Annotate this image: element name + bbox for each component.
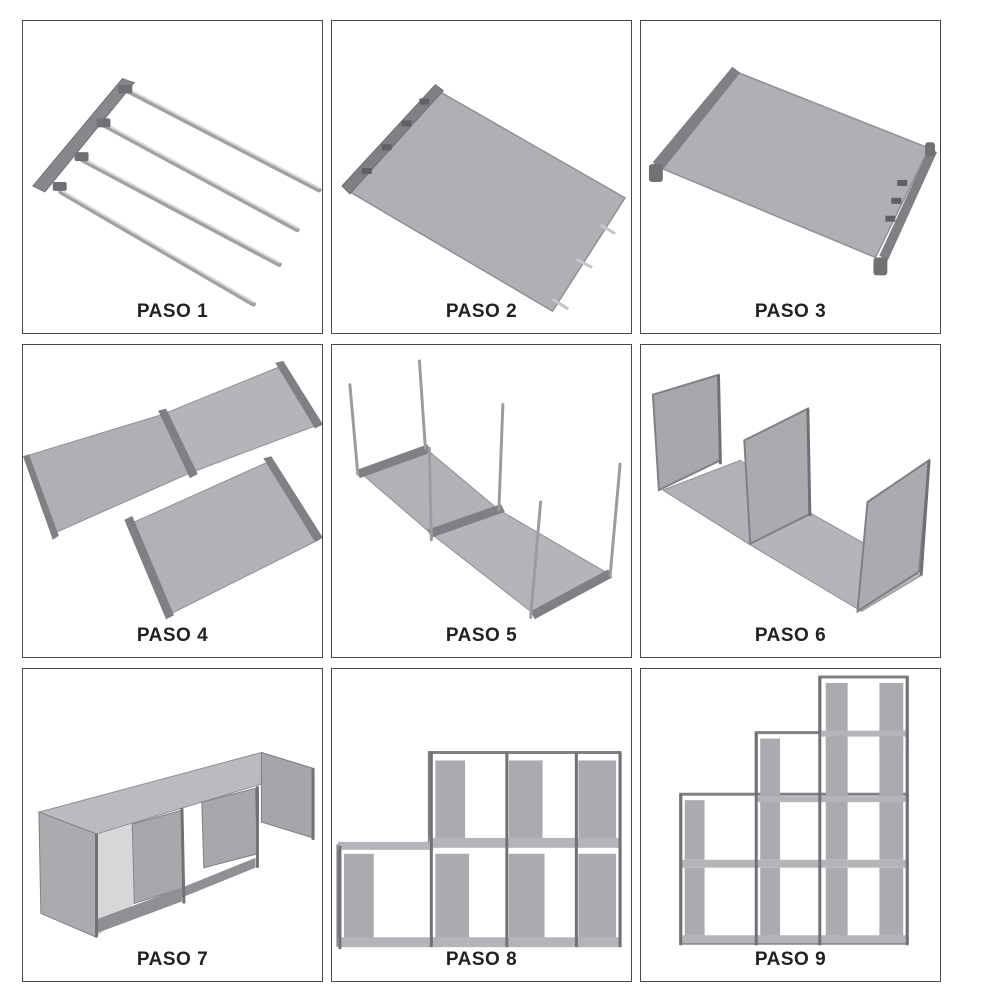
step-panel-2: PASO 2: [331, 20, 632, 334]
step-panel-1: PASO 1: [22, 20, 323, 334]
step-label: PASO 2: [445, 301, 518, 322]
shelves-with-vertical-poles-illustration: [348, 359, 622, 620]
step-label: PASO 8: [445, 949, 518, 970]
step-label: PASO 4: [136, 625, 209, 646]
single-shelf-complete-illustration: [648, 66, 938, 276]
two-tier-cube-shelf-illustration: [336, 750, 622, 950]
three-cube-row-illustration: [37, 751, 315, 939]
step-label: PASO 5: [445, 625, 518, 646]
step-panel-7: PASO 7: [22, 668, 323, 982]
side-panels-attached-illustration: [651, 373, 931, 614]
rods-and-connector-bar-illustration: [32, 78, 322, 307]
step-panel-8: PASO 8: [331, 668, 632, 982]
step-label: PASO 9: [754, 949, 827, 970]
step-panel-3: PASO 3: [640, 20, 941, 334]
step-label: PASO 7: [136, 949, 209, 970]
shelf-sleeve-on-rods-illustration: [341, 83, 627, 313]
step-panel-4: PASO 4: [22, 344, 323, 658]
step-label: PASO 1: [136, 301, 209, 322]
step-label: PASO 6: [754, 625, 827, 646]
step-label: PASO 3: [754, 301, 827, 322]
step-panel-9: PASO 9: [640, 668, 941, 982]
step-panel-6: PASO 6: [640, 344, 941, 658]
stepped-cube-shelf-illustration: [679, 675, 909, 946]
step-panel-5: PASO 5: [331, 344, 632, 658]
three-shelves-joined-illustration: [23, 360, 322, 620]
